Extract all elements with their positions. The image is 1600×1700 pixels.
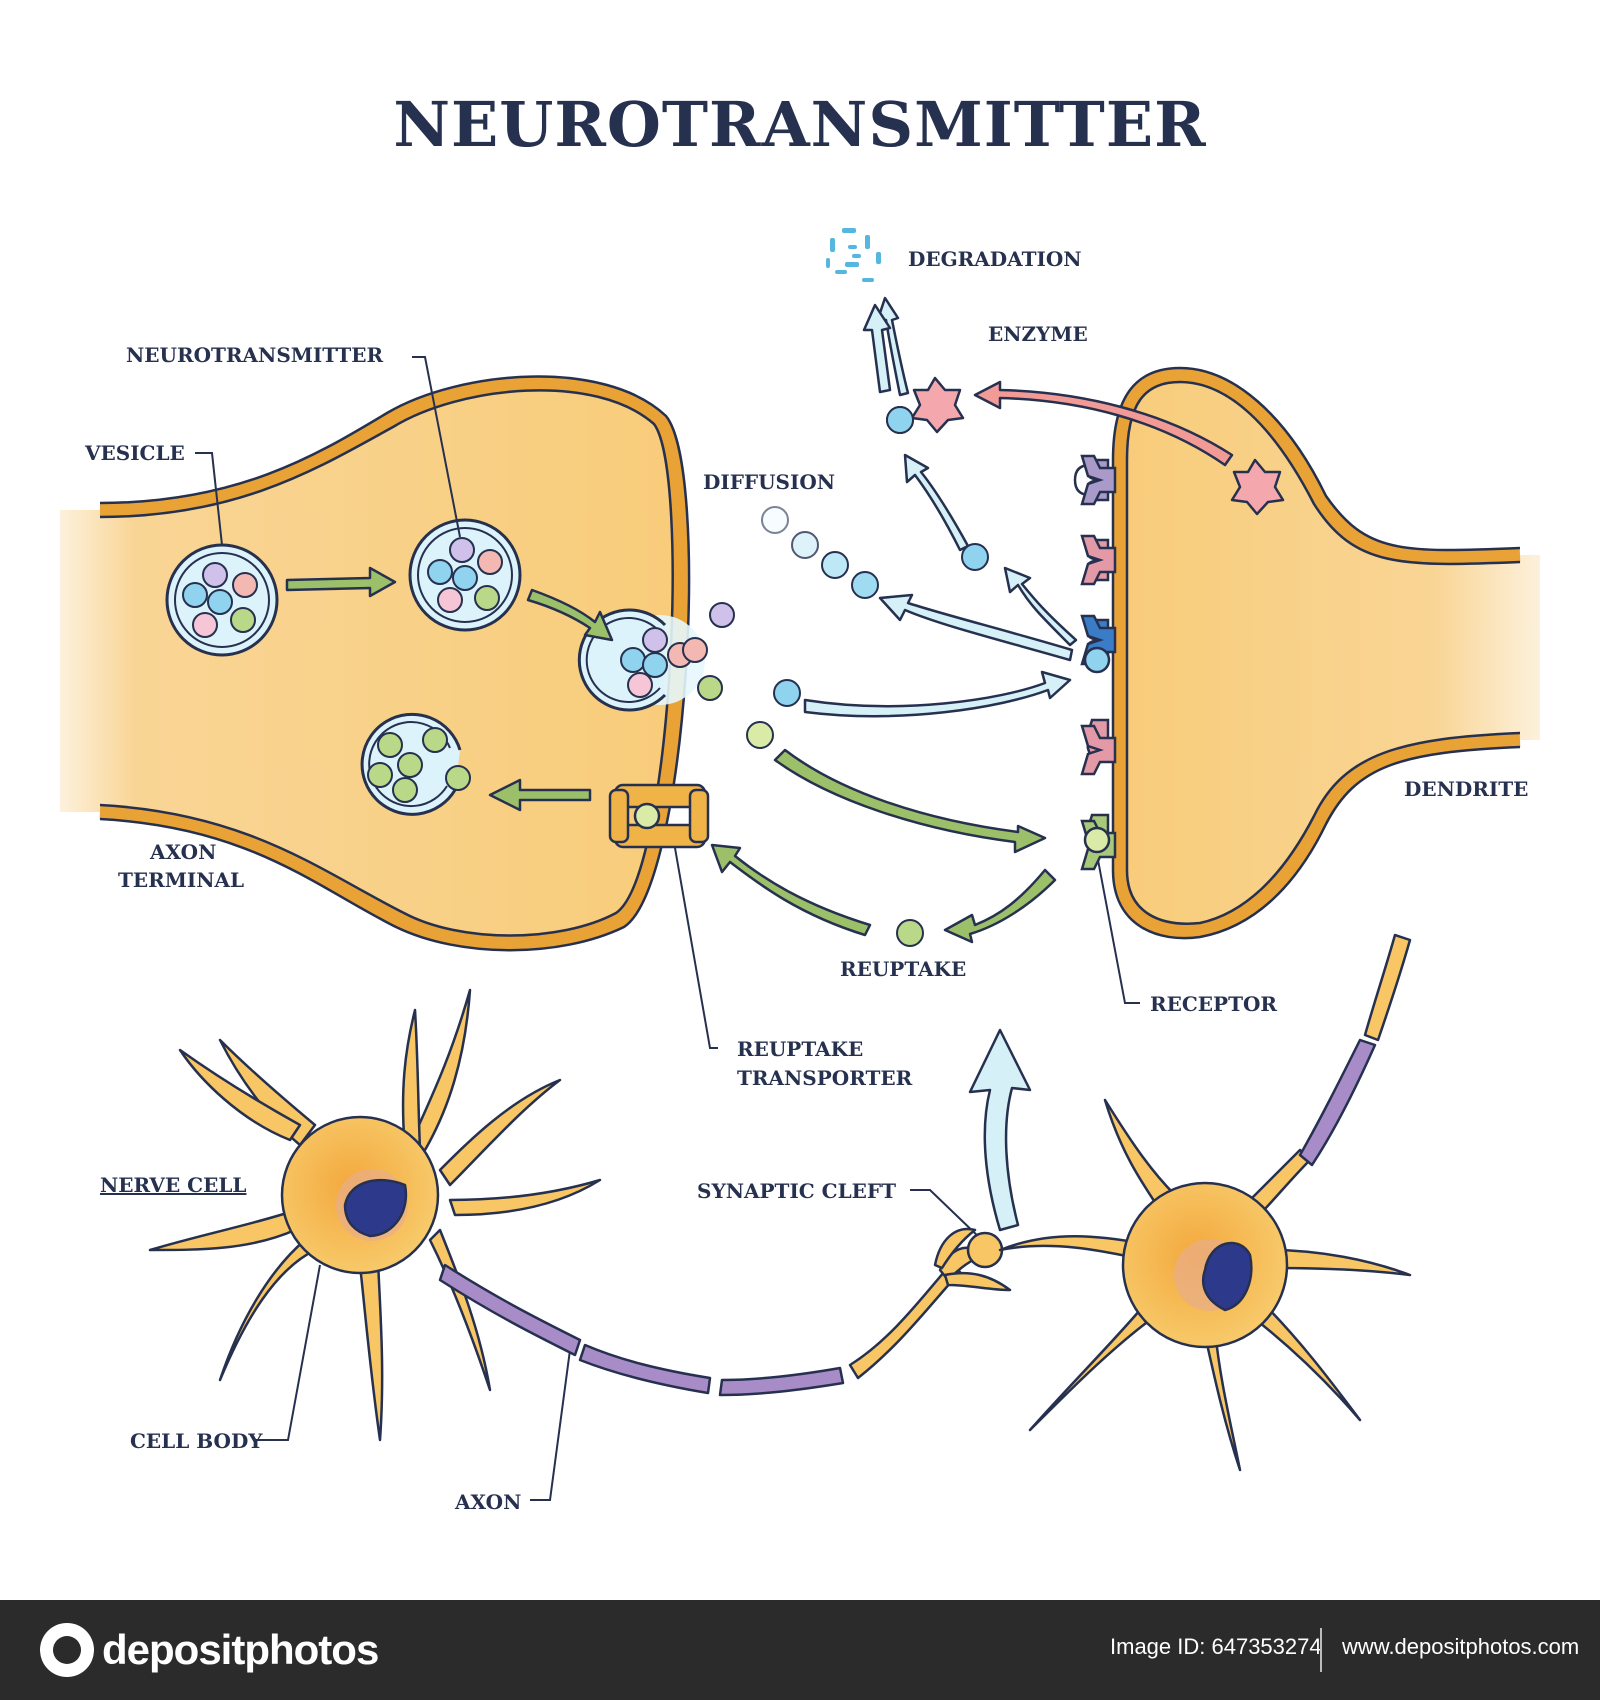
neurotransmitter-diagram (60, 228, 1540, 1501)
footer-brand[interactable]: depositphotos (40, 1622, 379, 1678)
footer-brand-text: depositphotos (102, 1626, 379, 1673)
released-particle (682, 637, 708, 663)
footer-url[interactable]: www.depositphotos.com (1342, 1634, 1580, 1659)
label-nerve-cell: NERVE CELL (100, 1173, 247, 1197)
bound-neurotransmitter-blue (1083, 646, 1111, 674)
diffused-particle (886, 406, 914, 434)
released-particle (709, 602, 735, 628)
label-reuptake-transporter-1: REUPTAKE (737, 1037, 864, 1061)
label-receptor: RECEPTOR (1150, 992, 1277, 1016)
dendrite (1111, 366, 1540, 940)
vesicle-cycle-arrows (285, 566, 614, 812)
label-synaptic-cleft: SYNAPTIC CLEFT (697, 1179, 896, 1203)
depositphotos-logo-icon (40, 1623, 94, 1677)
vesicle-recycled (360, 712, 471, 816)
footer-image-id: Image ID: 647353274 (1110, 1634, 1322, 1659)
footer-separator (1320, 1628, 1322, 1672)
label-neurotransmitter: NEUROTRANSMITTER (126, 343, 384, 367)
leader-lines (195, 356, 1140, 1501)
label-diffusion: DIFFUSION (703, 470, 836, 494)
label-reuptake: REUPTAKE (840, 957, 967, 981)
label-axon: AXON (455, 1490, 522, 1514)
vesicle-1 (165, 543, 279, 657)
vesicle-2 (408, 518, 522, 632)
diffusion-arrows (803, 296, 1078, 718)
axon-terminals (933, 1227, 1012, 1292)
enzyme-shapes (910, 376, 1285, 516)
label-enzyme: ENZYME (988, 322, 1088, 346)
neuron-right (998, 933, 1412, 1472)
degradation-swirl (826, 228, 881, 282)
label-axon-terminal-1: AXON (150, 840, 217, 864)
bound-neurotransmitter-green (1083, 826, 1111, 854)
page-title: NEUROTRANSMITTER (393, 88, 1207, 161)
neuron-left (148, 988, 602, 1442)
enzyme-arrow (973, 380, 1234, 467)
label-cell-body: CELL BODY (130, 1429, 263, 1453)
label-degradation: DEGRADATION (908, 247, 1082, 271)
zoom-arrow (968, 1028, 1032, 1232)
released-particle (697, 675, 723, 701)
label-reuptake-transporter-2: TRANSPORTER (737, 1066, 913, 1090)
axon (438, 1263, 962, 1397)
label-vesicle: VESICLE (85, 441, 185, 465)
label-axon-terminal-2: TERMINAL (118, 868, 245, 892)
vesicle-fusing (577, 608, 705, 712)
footer-bar: depositphotos Image ID: 647353274 www.de… (0, 1600, 1600, 1700)
reuptake-transporter (608, 783, 710, 849)
reuptake-arrows (710, 748, 1057, 944)
degradation-arrow (862, 303, 892, 394)
label-dendrite: DENDRITE (1404, 777, 1529, 801)
